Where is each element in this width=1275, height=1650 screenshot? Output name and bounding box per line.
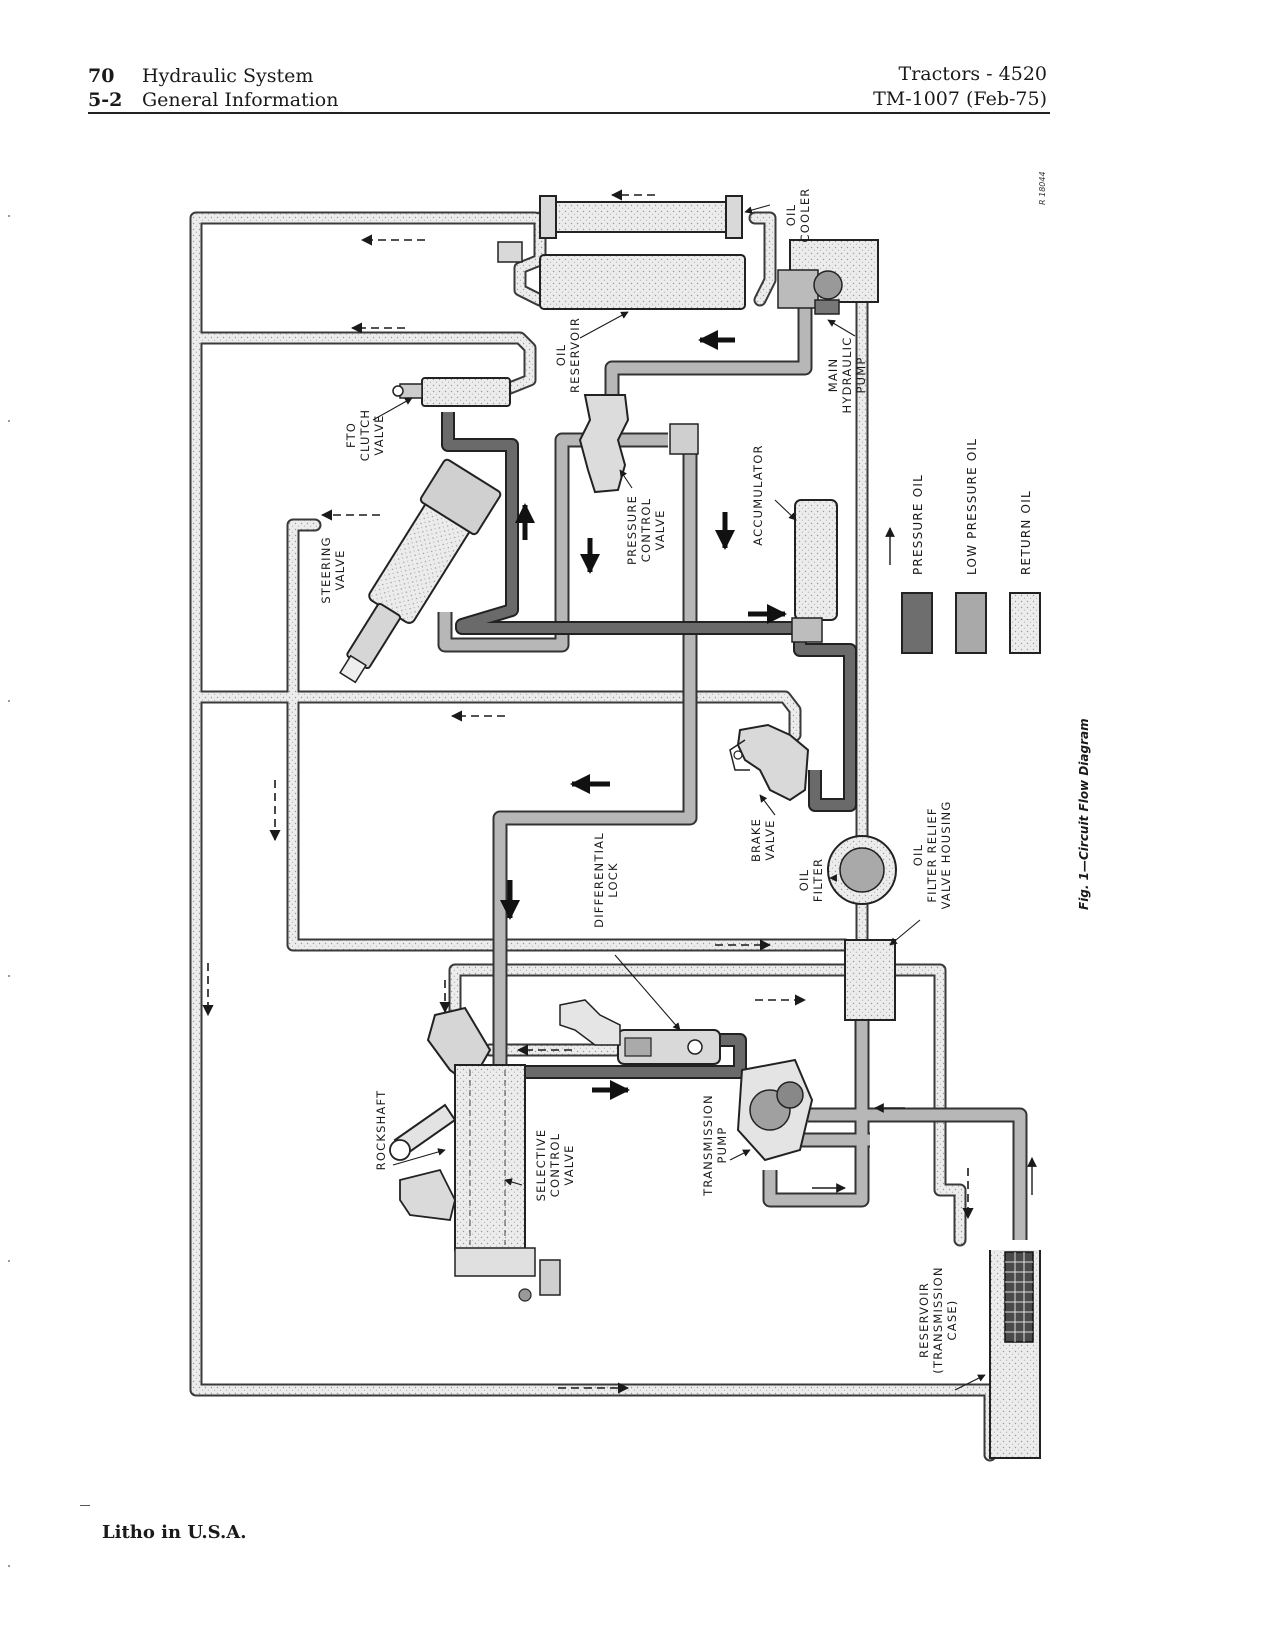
margin-dot	[8, 1565, 10, 1567]
legend: PRESSURE OIL LOW PRESSURE OIL RETURN OIL	[901, 438, 1041, 654]
svg-text:TRANSMISSION: TRANSMISSION	[701, 1094, 715, 1197]
brake-valve	[729, 723, 810, 802]
svg-text:ACCUMULATOR: ACCUMULATOR	[751, 444, 765, 545]
label-rockshaft: ROCKSHAFT	[374, 1090, 388, 1171]
svg-text:CONTROL: CONTROL	[639, 498, 653, 563]
label-fto-clutch-valve: FTO CLUTCH VALVE	[344, 409, 386, 462]
svg-text:VALVE: VALVE	[653, 509, 667, 550]
label-pressure-control-valve: PRESSURE CONTROL VALVE	[625, 495, 667, 565]
svg-text:LOCK: LOCK	[606, 862, 620, 897]
margin-dot	[8, 700, 10, 702]
accumulator	[791, 499, 838, 643]
svg-text:CONTROL: CONTROL	[548, 1133, 562, 1198]
svg-text:FILTER RELIEF: FILTER RELIEF	[925, 807, 939, 902]
oil-filter-relief-housing	[844, 939, 896, 1021]
selective-control-valve	[454, 1064, 561, 1302]
label-selective-control-valve: SELECTIVE CONTROL VALVE	[534, 1129, 576, 1202]
manual-id: TM-1007 (Feb-75)	[873, 88, 1047, 110]
svg-text:VALVE: VALVE	[562, 1144, 576, 1185]
svg-text:VALVE: VALVE	[333, 549, 347, 590]
margin-dot	[8, 1260, 10, 1262]
legend-swatch-pressure	[901, 592, 933, 654]
legend-item-low-pressure-oil: LOW PRESSURE OIL	[955, 438, 987, 654]
legend-swatch-return	[1009, 592, 1041, 654]
label-transmission-case: RESERVOIR (TRANSMISSION CASE)	[917, 1266, 959, 1373]
label-transmission-pump: TRANSMISSION PUMP	[701, 1094, 729, 1197]
steering-valve	[339, 458, 502, 684]
subsection-title: General Information	[142, 89, 339, 111]
oil-reservoir	[497, 241, 746, 310]
footer-tick	[80, 1505, 90, 1506]
figure-caption: Fig. 1—Circuit Flow Diagram	[1077, 718, 1091, 910]
subsection-number: 5-2	[88, 89, 123, 111]
legend-swatch-low-pressure	[955, 592, 987, 654]
svg-text:SELECTIVE: SELECTIVE	[534, 1129, 548, 1202]
margin-dot	[8, 975, 10, 977]
legend-label-low-pressure: LOW PRESSURE OIL	[965, 438, 979, 575]
svg-text:CASE): CASE)	[945, 1300, 959, 1341]
label-oil-reservoir: OIL RESERVOIR	[554, 317, 582, 393]
svg-text:VALVE: VALVE	[372, 414, 386, 455]
svg-text:PUMP: PUMP	[715, 1126, 729, 1163]
transmission-case-reservoir	[989, 1250, 1041, 1459]
svg-text:PRESSURE: PRESSURE	[625, 495, 639, 565]
svg-text:COOLER: COOLER	[798, 188, 812, 243]
legend-item-return-oil: RETURN OIL	[1009, 490, 1041, 654]
legend-label-return: RETURN OIL	[1019, 490, 1033, 575]
svg-text:CLUTCH: CLUTCH	[358, 409, 372, 462]
label-accumulator: ACCUMULATOR	[751, 444, 765, 545]
figure-code: R 18044	[1038, 171, 1047, 205]
svg-text:PUMP: PUMP	[854, 356, 868, 393]
svg-text:OIL: OIL	[797, 869, 811, 891]
svg-text:ROCKSHAFT: ROCKSHAFT	[374, 1090, 388, 1171]
return-oil-lines	[189, 211, 997, 1462]
pressure-control-valve	[578, 394, 699, 494]
footer-litho: Litho in U.S.A.	[102, 1522, 247, 1543]
legend-label-pressure: PRESSURE OIL	[911, 474, 925, 575]
oil-cooler	[539, 195, 743, 239]
label-oil-filter-relief: OIL FILTER RELIEF VALVE HOUSING	[911, 801, 953, 910]
product-title: Tractors - 4520	[898, 63, 1047, 85]
svg-text:VALVE HOUSING: VALVE HOUSING	[939, 801, 953, 910]
component-labels: OIL COOLER OIL RESERVOIR MAIN HYDRAULIC …	[319, 188, 959, 1374]
page-number: 70	[88, 65, 115, 87]
svg-text:(TRANSMISSION: (TRANSMISSION	[931, 1266, 945, 1373]
header-rule	[88, 112, 1050, 114]
main-hydraulic-pump	[777, 239, 879, 315]
margin-dot	[8, 215, 10, 217]
margin-dot	[8, 420, 10, 422]
svg-text:DIFFERENTIAL: DIFFERENTIAL	[592, 832, 606, 928]
flow-arrows	[202, 189, 1037, 1394]
svg-text:FTO: FTO	[344, 422, 358, 448]
svg-text:OIL: OIL	[554, 344, 568, 366]
label-oil-filter: OIL FILTER	[797, 858, 825, 902]
svg-text:MAIN: MAIN	[826, 358, 840, 393]
transmission-pump	[736, 1058, 814, 1162]
leader-lines	[372, 204, 986, 1391]
section-title: Hydraulic System	[142, 65, 314, 87]
svg-text:OIL: OIL	[911, 844, 925, 866]
differential-lock	[559, 999, 721, 1065]
svg-text:OIL: OIL	[784, 204, 798, 226]
legend-item-pressure-oil: PRESSURE OIL	[901, 474, 933, 654]
label-main-hydraulic-pump: MAIN HYDRAULIC PUMP	[826, 337, 868, 414]
label-brake-valve: BRAKE VALVE	[749, 818, 777, 862]
svg-text:FILTER: FILTER	[811, 858, 825, 902]
fto-clutch-valve	[392, 377, 511, 407]
label-steering-valve: STEERING VALVE	[319, 536, 347, 603]
svg-text:STEERING: STEERING	[319, 536, 333, 603]
svg-text:VALVE: VALVE	[763, 819, 777, 860]
svg-text:BRAKE: BRAKE	[749, 818, 763, 862]
svg-text:HYDRAULIC: HYDRAULIC	[840, 337, 854, 414]
label-differential-lock: DIFFERENTIAL LOCK	[592, 832, 620, 928]
oil-filter	[827, 835, 897, 905]
svg-text:RESERVOIR: RESERVOIR	[917, 1282, 931, 1358]
label-oil-cooler: OIL COOLER	[784, 188, 812, 243]
svg-text:RESERVOIR: RESERVOIR	[568, 317, 582, 393]
